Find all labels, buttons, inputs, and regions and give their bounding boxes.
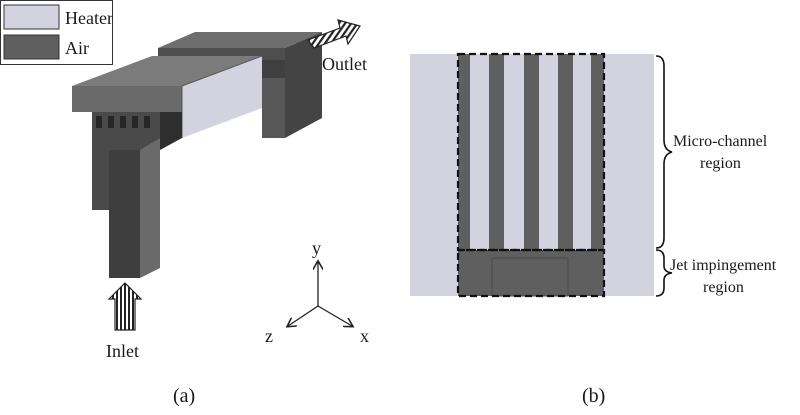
legend-label-air: Air	[65, 38, 89, 58]
micro-channel-brace	[655, 55, 673, 249]
legend: Heater Air	[0, 0, 113, 65]
panel-b-topview	[410, 52, 654, 298]
manifold-side	[160, 112, 182, 150]
outlet-arrow-icon	[307, 19, 361, 49]
micro-channel-label-line2: region	[700, 155, 741, 172]
coordinate-axes	[288, 262, 352, 326]
outlet-block-face	[262, 78, 285, 138]
micro-channel-label-line1: Micro-channel	[673, 133, 768, 150]
outlet-block-side	[285, 32, 322, 138]
outlet-label: Outlet	[322, 54, 367, 74]
legend-label-heater: Heater	[65, 8, 113, 28]
legend-swatch-air	[3, 34, 60, 60]
heater-top	[72, 56, 262, 86]
axis-label-x: x	[360, 326, 369, 346]
region-braces	[655, 55, 673, 297]
panel-a-model	[72, 32, 322, 278]
micro-channel-region-outline	[456, 52, 606, 252]
panel-b-caption: (b)	[582, 385, 605, 407]
jet-label-line2: region	[703, 279, 744, 296]
axis-label-z: z	[265, 326, 273, 346]
jet-label-line1: Jet impingement	[670, 257, 777, 274]
heater-side	[182, 56, 262, 138]
inlet-tube-front	[109, 150, 140, 278]
heater-front	[72, 86, 182, 112]
jet-region-fill	[458, 250, 604, 296]
inlet-tube-side	[140, 138, 160, 278]
inlet-label: Inlet	[106, 341, 139, 361]
inlet-arrow-icon	[107, 282, 143, 331]
micro-channels	[458, 54, 604, 250]
jet-region-brace	[655, 249, 673, 297]
outlet-block-top	[158, 32, 322, 48]
channel-notches	[96, 116, 150, 128]
panel-a-caption: (a)	[173, 385, 195, 407]
axis-label-y: y	[312, 238, 321, 258]
jet-region-outline	[456, 248, 606, 298]
legend-swatch-heater	[3, 4, 60, 30]
